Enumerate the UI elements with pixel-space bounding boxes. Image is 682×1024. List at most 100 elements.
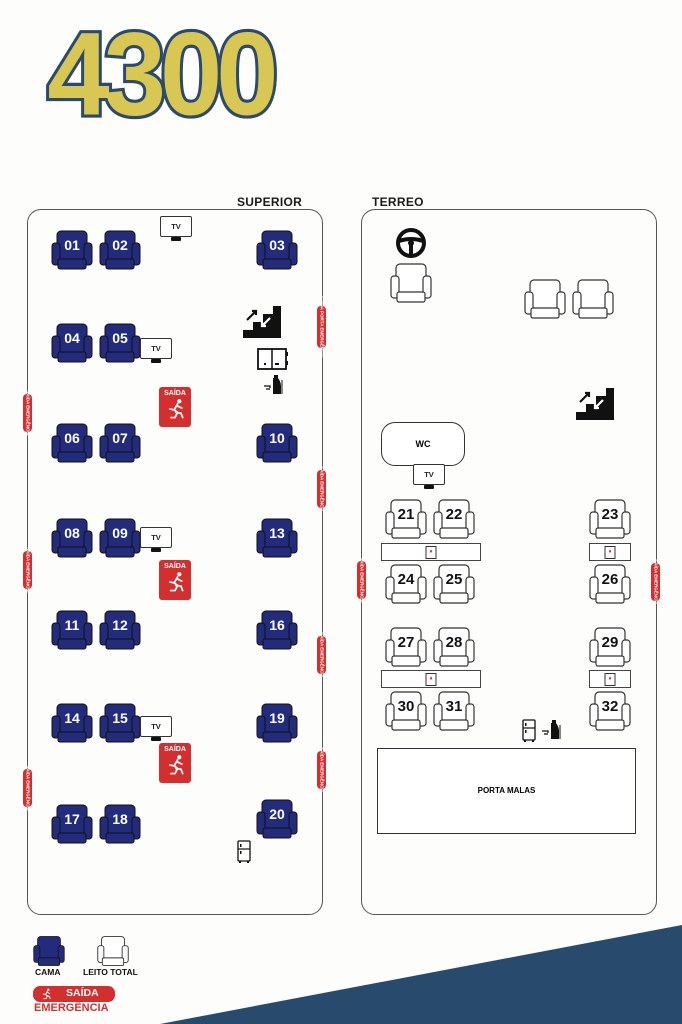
tv-monitor: TV: [140, 716, 172, 741]
seat-number: 20: [269, 806, 285, 822]
seat-27[interactable]: 27: [385, 626, 427, 668]
seat-number: 05: [112, 330, 128, 346]
seat-29[interactable]: 29: [589, 626, 631, 668]
seat-23[interactable]: 23: [589, 498, 631, 540]
seat-number: 18: [112, 811, 128, 827]
seat-number: 08: [64, 525, 80, 541]
seat-32[interactable]: 32: [589, 690, 631, 732]
seat-14[interactable]: 14: [51, 702, 93, 744]
guide-seat: [524, 278, 566, 325]
seat-number: 29: [601, 634, 619, 651]
seat-number: 24: [397, 571, 415, 588]
seat-21[interactable]: 21: [385, 498, 427, 540]
seat-10[interactable]: 10: [256, 422, 298, 464]
side-emergency-exit: SAÍDA EMERGÊNCIA: [317, 466, 326, 512]
seat-number: 27: [397, 634, 415, 651]
seat-number: 13: [269, 525, 285, 541]
seat-31[interactable]: 31: [433, 690, 475, 732]
seat-05[interactable]: 05: [99, 322, 141, 364]
seat-11[interactable]: 11: [51, 609, 93, 651]
running-man-icon: [169, 398, 184, 419]
seat-number: 01: [64, 237, 80, 253]
legend-exit-title: SAÍDA: [66, 987, 99, 999]
emergency-exit-sign: SAÍDA EMERGÊNCIA: [159, 387, 191, 432]
seat-number: 09: [112, 525, 128, 541]
tv-monitor: TV: [140, 527, 172, 552]
seat-25[interactable]: 25: [433, 563, 475, 605]
side-exit-label: SAÍDA EMERGÊNCIA: [319, 632, 324, 678]
seat-number: 23: [601, 506, 619, 523]
seat-13[interactable]: 13: [256, 517, 298, 559]
legend-exit-subtitle: EMERGÊNCIA: [34, 1002, 109, 1014]
table: ♦: [381, 670, 481, 688]
seat-17[interactable]: 17: [51, 803, 93, 845]
seat-22[interactable]: 22: [433, 498, 475, 540]
exit-sign-subtitle: EMERGÊNCIA: [161, 427, 189, 432]
playing-cards-icon: ♦: [604, 546, 616, 559]
guide-seat: [572, 278, 614, 325]
exit-sign-title: SAÍDA: [164, 746, 186, 753]
side-exit-label: SAÍDA EMERGÊNCIA: [653, 559, 658, 605]
seat-08[interactable]: 08: [51, 517, 93, 559]
seat-09[interactable]: 09: [99, 517, 141, 559]
seat-number: 07: [112, 430, 128, 446]
cabinet-icon: [257, 348, 288, 370]
seat-number: 21: [397, 506, 415, 523]
legend-leito-label: LEITO TOTAL: [83, 967, 138, 977]
side-exit-label: SAÍDA EMERGÊNCIA: [25, 765, 30, 811]
tv-monitor: TV: [413, 464, 445, 489]
seat-26[interactable]: 26: [589, 563, 631, 605]
side-exit-label: SAÍDA EMERGÊNCIA: [25, 390, 30, 436]
seat-02[interactable]: 02: [99, 229, 141, 271]
water-dispenser-icon: [264, 375, 283, 394]
seat-number: 30: [397, 698, 415, 715]
steering-wheel-icon: [396, 228, 426, 258]
table: ♦: [381, 543, 481, 561]
seat-number: 06: [64, 430, 80, 446]
seat-number: 04: [64, 330, 80, 346]
seat-07[interactable]: 07: [99, 422, 141, 464]
legend-cama-label: CAMA: [35, 967, 61, 977]
stairs-icon: [576, 386, 616, 422]
exit-sign-title: SAÍDA: [164, 390, 186, 397]
seat-number: 28: [445, 634, 463, 651]
seat-number: 14: [64, 710, 80, 726]
seat-30[interactable]: 30: [385, 690, 427, 732]
seat-18[interactable]: 18: [99, 803, 141, 845]
seat-03[interactable]: 03: [256, 229, 298, 271]
seat-number: 25: [445, 571, 463, 588]
seat-number: 12: [112, 617, 128, 633]
fridge-icon: [522, 719, 536, 742]
seat-number: 26: [601, 571, 619, 588]
emergency-exit-sign: SAÍDA EMERGÊNCIA: [159, 743, 191, 788]
seat-04[interactable]: 04: [51, 322, 93, 364]
seat-16[interactable]: 16: [256, 609, 298, 651]
emergency-exit-sign: SAÍDA EMERGÊNCIA: [159, 560, 191, 605]
seat-28[interactable]: 28: [433, 626, 475, 668]
seat-06[interactable]: 06: [51, 422, 93, 464]
side-exit-label: SAÍDA EMERGÊNCIA: [359, 557, 364, 603]
decorative-band: [160, 925, 682, 1024]
side-exit-label: SAÍDA EMERGÊNCIA: [25, 547, 30, 593]
fridge-icon: [237, 840, 251, 863]
playing-cards-icon: ♦: [425, 546, 437, 559]
table: ♦: [589, 543, 631, 561]
seat-12[interactable]: 12: [99, 609, 141, 651]
driver-seat: [390, 262, 432, 309]
running-man-icon: [169, 754, 184, 775]
side-emergency-exit: SAÍDA EMERGÊNCIA: [23, 765, 32, 811]
seat-number: 32: [601, 698, 619, 715]
restroom-wc: WC: [381, 422, 465, 466]
seat-01[interactable]: 01: [51, 229, 93, 271]
side-emergency-exit: SAÍDA EMERGÊNCIA: [317, 632, 326, 678]
seat-15[interactable]: 15: [99, 702, 141, 744]
exit-sign-subtitle: EMERGÊNCIA: [161, 600, 189, 605]
side-emergency-door: SAÍDA PORTA EMERGÊNCIA: [317, 296, 326, 358]
side-exit-label: SAÍDA EMERGÊNCIA: [319, 466, 324, 512]
seat-20[interactable]: 20: [256, 798, 298, 840]
playing-cards-icon: ♦: [604, 673, 616, 686]
seat-19[interactable]: 19: [256, 702, 298, 744]
seat-24[interactable]: 24: [385, 563, 427, 605]
svg-text:4300: 4300: [47, 18, 274, 128]
water-dispenser-icon: [542, 720, 561, 739]
